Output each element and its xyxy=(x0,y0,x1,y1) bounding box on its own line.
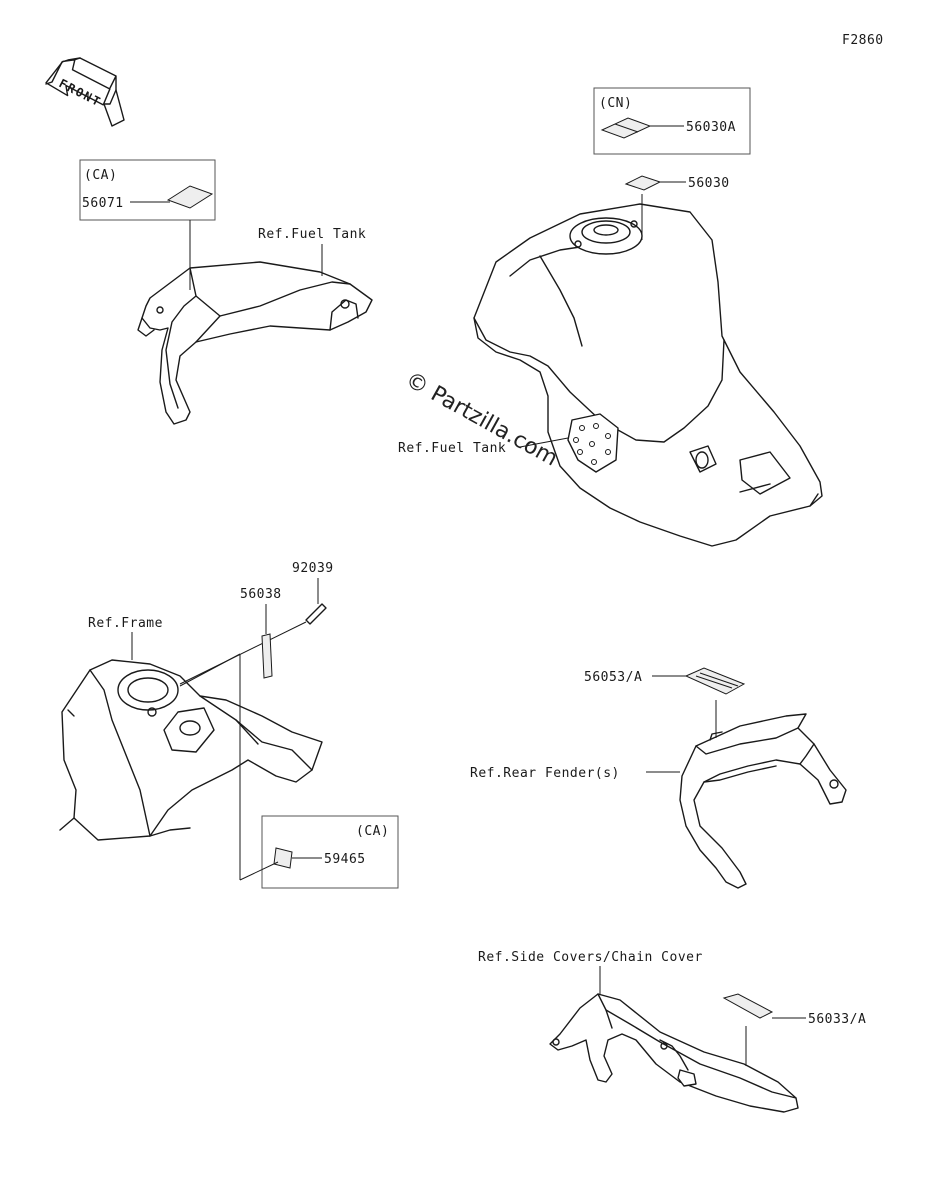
ref-fuel-tank-label-top-right[interactable]: Ref.Fuel Tank xyxy=(398,441,506,456)
sticker-59465-icon xyxy=(273,847,293,869)
part-59465-label[interactable]: 59465 xyxy=(324,852,366,867)
part-56030-label[interactable]: 56030 xyxy=(688,176,730,191)
ref-fuel-tank-label-top-left[interactable]: Ref.Fuel Tank xyxy=(258,227,366,242)
part-56053-label[interactable]: 56053/A xyxy=(584,670,642,685)
part-56071-label[interactable]: 56071 xyxy=(82,196,124,211)
ref-rear-fender-label[interactable]: Ref.Rear Fender(s) xyxy=(470,766,620,781)
region-box-cn xyxy=(593,87,751,155)
top-right-assembly: (CN) 56030A 56030 Ref.Fuel Tank xyxy=(398,87,823,547)
middle-right-assembly: 56053/A Ref.Rear Fender(s) xyxy=(470,667,847,889)
region-label-ca-middle: (CA) xyxy=(356,824,389,839)
diagram-code: F2860 xyxy=(842,33,884,48)
part-56038-label[interactable]: 56038 xyxy=(240,587,282,602)
region-box-ca-top xyxy=(79,159,216,221)
part-56030a-label[interactable]: 56030A xyxy=(686,120,736,135)
sticker-56053-icon xyxy=(684,667,746,695)
ref-frame-label[interactable]: Ref.Frame xyxy=(88,616,163,631)
part-92039-label[interactable]: 92039 xyxy=(292,561,334,576)
front-arrow-icon: FRONT xyxy=(45,57,125,127)
region-label-cn: (CN) xyxy=(599,96,632,111)
sticker-56071-icon xyxy=(166,185,214,209)
bottom-right-assembly: Ref.Side Covers/Chain Cover 56033/A xyxy=(478,950,866,1113)
part-56033-label[interactable]: 56033/A xyxy=(808,1012,866,1027)
sticker-56033-icon xyxy=(722,993,774,1019)
region-box-ca-middle xyxy=(261,815,399,889)
top-left-assembly: (CA) 56071 Ref.Fuel Tank xyxy=(79,159,373,425)
region-label-ca-top: (CA) xyxy=(84,168,117,183)
middle-left-assembly: 92039 56038 Ref.Frame (CA) 59465 xyxy=(59,561,399,889)
sticker-56030-icon xyxy=(624,175,662,191)
sticker-56038-icon xyxy=(261,633,273,679)
ref-side-covers-label[interactable]: Ref.Side Covers/Chain Cover xyxy=(478,950,703,965)
